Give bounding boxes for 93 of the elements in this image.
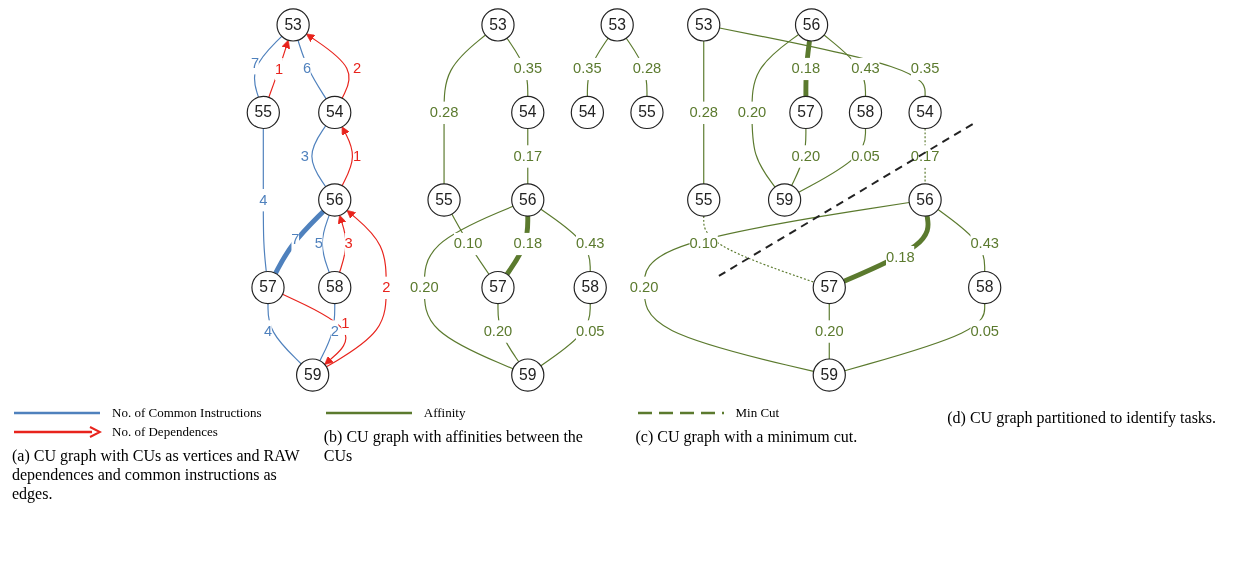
node-circle: 55	[246, 95, 280, 130]
caption: (c) CU graph with a minimum cut.	[635, 427, 859, 447]
edge-label: 7	[250, 53, 259, 71]
caption: (b) CU graph with affinities between the CUs	[323, 427, 584, 466]
edge-label: 0.17	[910, 147, 939, 164]
edge-label: 4	[263, 322, 272, 339]
node-circle: 57	[480, 270, 515, 305]
edge-label: 0.28	[688, 103, 718, 121]
node-circle: 58	[317, 270, 351, 305]
node-circle: 56	[907, 183, 942, 217]
edge-label: 0.20	[791, 147, 820, 164]
edge-label: 1	[352, 147, 361, 164]
node-circle: 58	[573, 270, 607, 305]
edge-label: 0.28	[632, 59, 661, 77]
edge-label: 0.43	[575, 234, 605, 252]
edge-label: 0.05	[575, 322, 605, 339]
connector	[266, 303, 302, 365]
node-circle: 56	[794, 8, 828, 42]
edge-label: 1	[274, 59, 283, 77]
connector	[843, 303, 985, 372]
node-circle: 58	[967, 270, 1001, 305]
arrow	[341, 126, 353, 187]
connector	[272, 209, 325, 275]
edge-label: 0.05	[969, 322, 999, 339]
edge-label: 0.35	[572, 59, 602, 77]
connector	[450, 213, 489, 275]
node-circle: 53	[686, 8, 720, 42]
edge-label: 0.20	[483, 322, 512, 339]
connector	[702, 215, 815, 283]
connector	[296, 39, 327, 100]
legend-text: No. of Common Instructions	[112, 405, 262, 421]
node-circle: 59	[812, 358, 846, 392]
node-circle: 53	[275, 8, 310, 42]
node-circle: 54	[317, 95, 351, 130]
edge-label: 2	[330, 322, 339, 339]
edge-label: 0.18	[512, 234, 542, 252]
connector	[253, 35, 282, 98]
connector	[318, 303, 335, 362]
node-circle: 55	[426, 183, 461, 217]
node-circle: 54	[510, 95, 544, 130]
edge-label: 0.35	[512, 59, 542, 77]
edge-label: 4	[258, 190, 267, 208]
node-circle: 59	[295, 358, 329, 392]
node-circle: 56	[317, 183, 351, 217]
node-circle: 54	[907, 95, 942, 130]
edge-label: 0.20	[409, 278, 439, 296]
edge-label: 5	[314, 234, 323, 252]
edge-label: 2	[352, 59, 361, 77]
edge-label: 2	[381, 278, 390, 296]
connector	[310, 125, 326, 188]
connector	[321, 214, 330, 273]
node-circle: 59	[510, 358, 544, 392]
node-circle: 59	[767, 183, 801, 217]
node-circle: 53	[600, 8, 634, 42]
arrow	[281, 293, 346, 365]
arrow	[267, 39, 290, 98]
node-circle: 54	[570, 95, 604, 130]
node-circle: 58	[848, 95, 882, 130]
edge-label: 3	[344, 234, 353, 252]
caption: (d) CU graph partitioned to identify tasks.	[947, 408, 1218, 428]
edge-label: 0.20	[814, 322, 844, 339]
connector	[842, 215, 931, 284]
legend-text: No. of Dependences	[112, 424, 218, 440]
connector	[750, 33, 799, 188]
edge-label: 0.17	[512, 147, 542, 164]
edge-label: 7	[290, 230, 300, 247]
edge-label: 0.35	[910, 59, 939, 77]
edge-label: 3	[300, 147, 309, 164]
arrow	[305, 33, 350, 99]
edge-label: 0.10	[688, 234, 718, 252]
connector	[262, 127, 267, 273]
node-circle: 55	[686, 183, 720, 217]
edge-label: 0.20	[737, 103, 766, 121]
edge-label: 0.18	[885, 247, 915, 265]
node-circle: 57	[788, 95, 823, 130]
legend-text: Min Cut	[735, 405, 780, 421]
legend-text: Affinity	[423, 405, 466, 421]
edge-label: 0.43	[969, 234, 999, 252]
node-circle: 57	[812, 270, 846, 305]
edge-label: 0.10	[453, 234, 482, 252]
edge-label: 1	[340, 314, 349, 331]
edge-label: 0.05	[850, 147, 880, 164]
edge-label: 0.18	[791, 59, 820, 77]
edge-label: 0.28	[429, 103, 458, 121]
arrow	[325, 210, 387, 368]
node-circle: 56	[510, 183, 544, 217]
edge-label: 6	[302, 59, 311, 77]
node-circle: 55	[629, 95, 664, 130]
node-circle: 53	[480, 8, 515, 42]
edge-label: 0.20	[629, 278, 658, 296]
node-circle: 57	[250, 270, 285, 305]
caption: (a) CU graph with CUs as vertices and RAW dependences and common instructions as edges.	[12, 446, 300, 504]
edge-label: 0.43	[850, 59, 880, 77]
